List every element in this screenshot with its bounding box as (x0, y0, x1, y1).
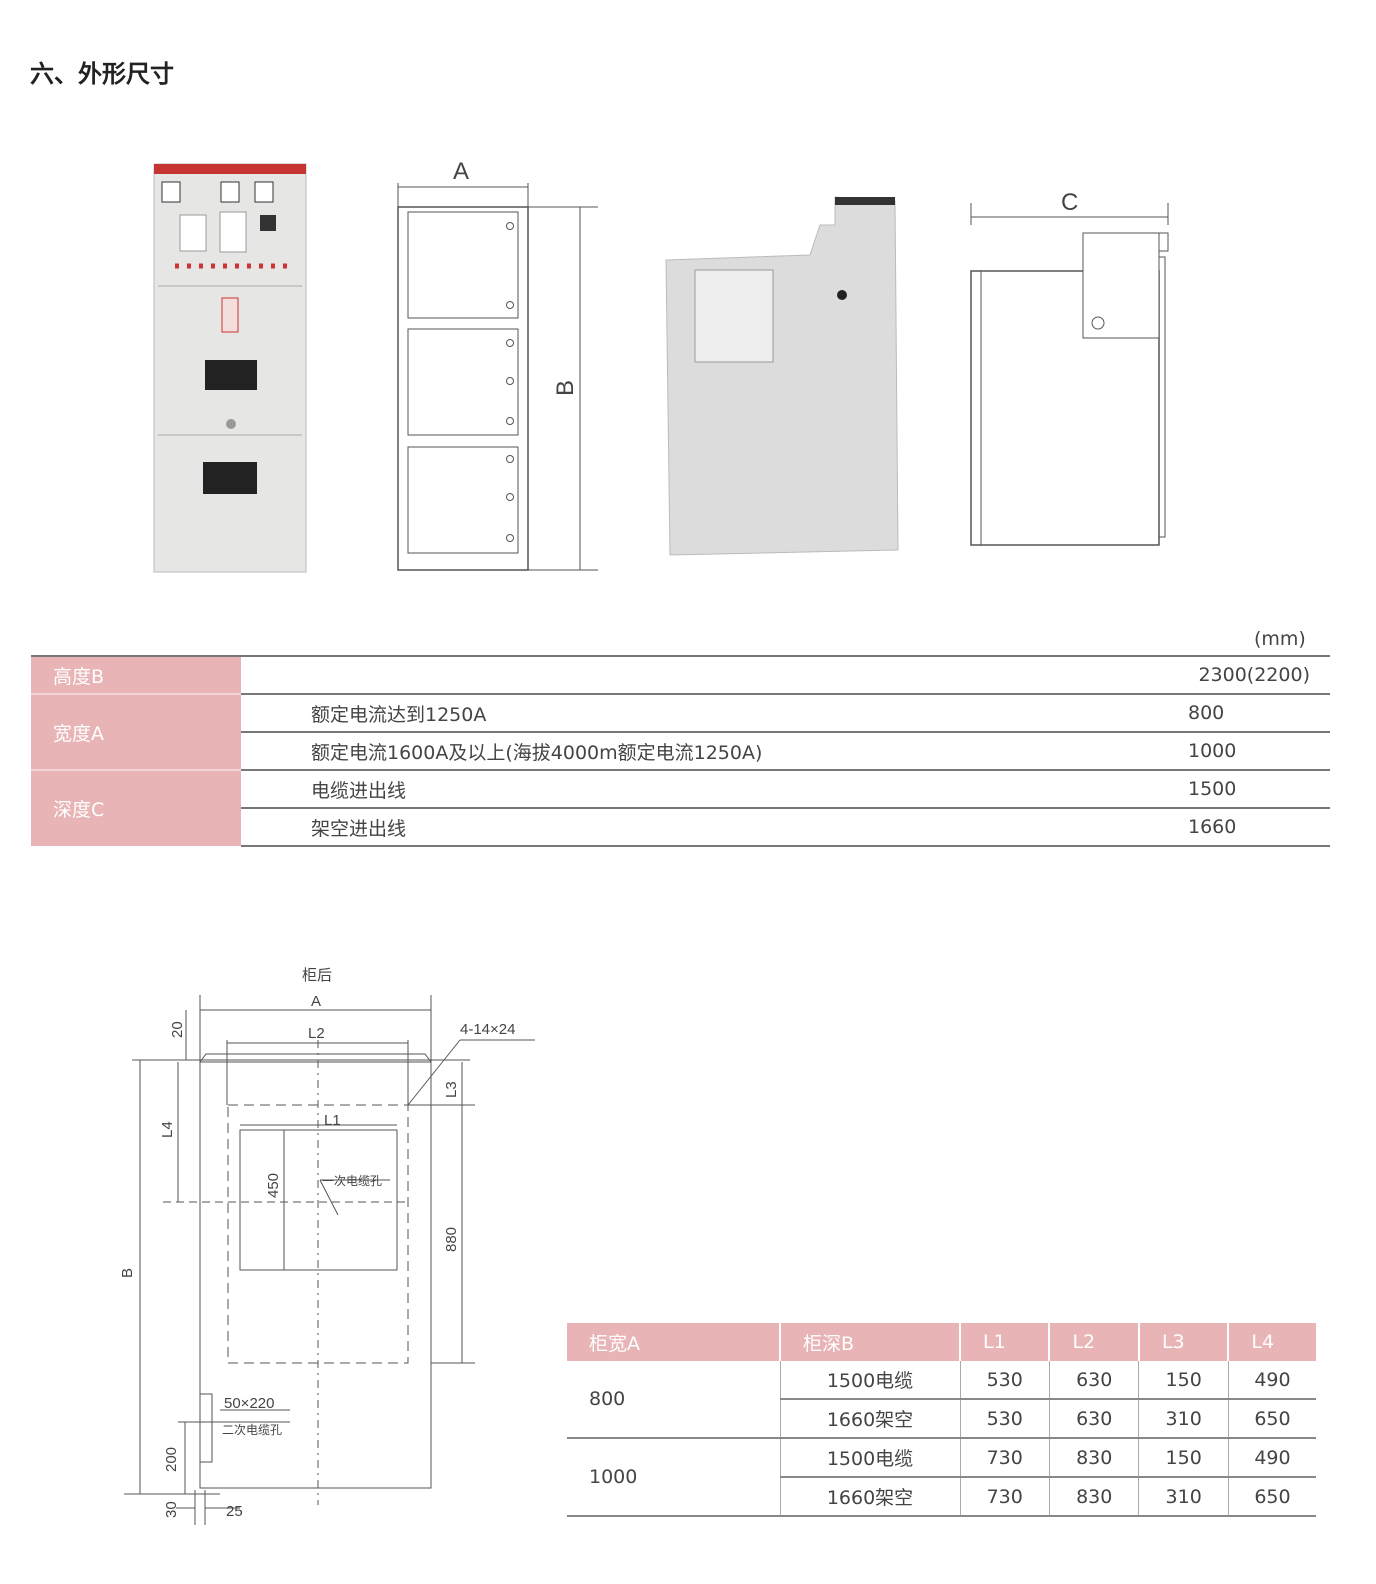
dim-l1: L1 (324, 1112, 341, 1129)
cell: 830 (1049, 1477, 1140, 1517)
front-dimension-drawing: A B (397, 158, 598, 571)
row-desc: 额定电流1600A及以上(海拔4000m额定电流1250A) (241, 732, 1188, 771)
section-title: 六、外形尺寸 (30, 60, 174, 88)
header-cell: L2 (1049, 1323, 1140, 1361)
cell: 730 (960, 1477, 1050, 1517)
cell: 310 (1138, 1399, 1229, 1439)
rear-label: 柜后 (302, 967, 332, 984)
cell: 1500电缆 (780, 1438, 961, 1478)
row-value: 2300(2200) (1188, 656, 1330, 695)
cabinet-width: 1000 (567, 1438, 781, 1517)
table-row: 高度B 2300(2200) (31, 656, 1330, 695)
row-group-label: 高度B (31, 656, 241, 694)
cell: 1500电缆 (780, 1361, 961, 1400)
dim-a: A (311, 993, 321, 1010)
row-value: 800 (1188, 694, 1330, 733)
row-desc: 电缆进出线 (241, 770, 1188, 809)
cabinet-front-photo (153, 163, 307, 573)
cell: 830 (1049, 1438, 1140, 1478)
dim-b-label: B (552, 380, 579, 396)
row-value: 1000 (1188, 732, 1330, 771)
cell: 150 (1138, 1438, 1229, 1478)
row-group-label: 深度C (31, 769, 241, 846)
cell: 730 (960, 1438, 1050, 1478)
mount-holes-label: 4-14×24 (460, 1021, 515, 1038)
cell: 630 (1049, 1399, 1140, 1439)
cell: 1660架空 (780, 1399, 961, 1439)
cell: 490 (1228, 1361, 1316, 1400)
dim-200: 200 (163, 1447, 180, 1472)
dim-30: 30 (163, 1501, 180, 1518)
cabinet-side-photo (665, 196, 899, 556)
header-cell: L1 (960, 1323, 1051, 1361)
header-cell: 柜宽A (567, 1323, 781, 1361)
cell: 650 (1228, 1477, 1316, 1517)
cell: 630 (1049, 1361, 1140, 1400)
cell: 490 (1228, 1438, 1316, 1478)
dim-l2: L2 (308, 1025, 325, 1042)
secondary-cable-hole-label: 二次电缆孔 (222, 1423, 282, 1437)
row-desc (241, 656, 1188, 695)
cell: 530 (960, 1361, 1050, 1400)
dim-880: 880 (443, 1227, 460, 1252)
row-desc: 额定电流达到1250A (241, 694, 1188, 733)
cell: 530 (960, 1399, 1050, 1439)
dim-20: 20 (169, 1021, 186, 1038)
header-cell: 柜深B (780, 1323, 961, 1361)
dim-25: 25 (226, 1503, 243, 1520)
cabinet-width: 800 (567, 1361, 781, 1439)
side-dimension-drawing: C (970, 189, 1169, 546)
row-value: 1660 (1188, 808, 1330, 847)
cell: 1660架空 (780, 1477, 961, 1517)
dim-450: 450 (265, 1173, 282, 1198)
row-group-label: 宽度A (31, 693, 241, 770)
secondary-hole-size: 50×220 (224, 1395, 274, 1412)
cell: 650 (1228, 1399, 1316, 1439)
dim-l3: L3 (443, 1081, 460, 1098)
row-value: 1500 (1188, 770, 1330, 809)
dim-a-label: A (453, 158, 469, 185)
header-cell: L3 (1138, 1323, 1230, 1361)
table-row: 额定电流1600A及以上(海拔4000m额定电流1250A)1000 (31, 732, 1330, 771)
header-cell: L4 (1228, 1323, 1316, 1361)
table-header: 柜宽A 柜深B L1 L2 L3 L4 (567, 1323, 1316, 1361)
base-plan-drawing: 柜后 A L2 L1 4-14×24 一次电缆孔 50×220 二次电缆孔 25… (119, 967, 535, 1525)
dim-b: B (119, 1268, 136, 1278)
primary-cable-hole-label: 一次电缆孔 (322, 1174, 382, 1188)
dim-c-label: C (1061, 189, 1078, 216)
unit-label: (mm) (1254, 628, 1306, 650)
cell: 150 (1138, 1361, 1229, 1400)
row-desc: 架空进出线 (241, 808, 1188, 847)
dim-l4: L4 (159, 1121, 176, 1138)
cell: 310 (1138, 1477, 1229, 1517)
